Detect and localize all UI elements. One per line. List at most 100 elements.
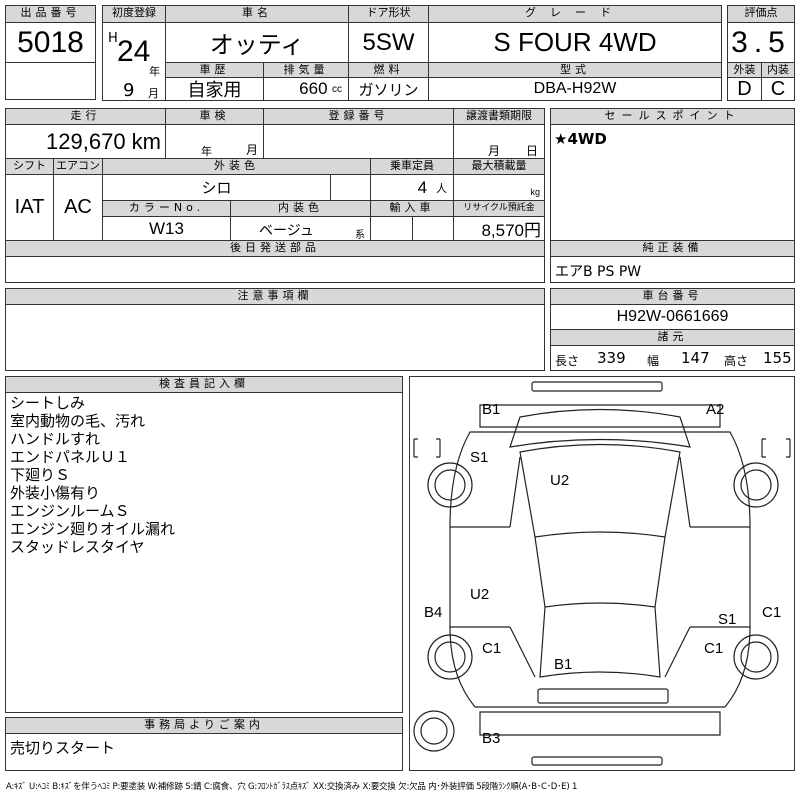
import-label: 輸入車 (370, 200, 454, 217)
mileage: 129,670 km (5, 124, 166, 159)
displacement-label: 排気量 (263, 62, 349, 78)
car-name-label: 車名 (165, 5, 349, 23)
reg-year: 24 (117, 35, 151, 68)
height-label: 高さ (724, 354, 749, 368)
max-load-unit: kg (453, 174, 545, 201)
note-line: エンジンルームＳ (10, 502, 130, 520)
first-reg-label: 初度登録 (102, 5, 166, 23)
width: 147 (681, 349, 710, 367)
mark-a2: A2 (706, 401, 725, 418)
height: 155 (763, 349, 792, 367)
mark-c1-rear-left: C1 (482, 640, 502, 657)
mark-b3: B3 (482, 730, 501, 747)
later-parts (5, 256, 545, 283)
displacement: 660 (299, 79, 328, 98)
lot-blank (5, 62, 96, 100)
office-note: 売切りスタート (10, 739, 116, 757)
shift-label: シフト (5, 158, 54, 175)
score: 3.5 (727, 22, 795, 63)
transfer-day-unit: 日 (526, 144, 539, 158)
sales-point-label: セールスポイント (550, 108, 795, 125)
displacement-cell: 660 cc (263, 77, 349, 101)
max-load-label: 最大積載量 (453, 158, 545, 175)
ext-score-label: 外装 (727, 62, 762, 78)
office-box: 売切りスタート (5, 733, 403, 771)
notes-box (5, 304, 545, 371)
capacity: 4 (417, 177, 428, 197)
mark-u2-side: U2 (470, 586, 490, 603)
door-label: ドア形状 (348, 5, 429, 23)
ext-score: D (727, 77, 762, 101)
month-unit: 月 (148, 87, 159, 100)
note-line: シートしみ (10, 394, 86, 412)
mark-b4: B4 (424, 604, 443, 621)
import-cell-2 (412, 216, 454, 241)
mark-s1-right: S1 (718, 611, 737, 628)
int-score-label: 内装 (761, 62, 795, 78)
equipment-box: エアB PS PW (550, 256, 795, 283)
legend-text: A:ｷｽﾞ U:ﾍｺﾐ B:ｷｽﾞを伴うﾍｺﾐ P:要塗装 W:補修跡 S:錆 … (6, 782, 578, 792)
color-no: W13 (102, 216, 231, 241)
inspection-cell: 年 月 (165, 124, 264, 159)
inspection-label: 車検 (165, 108, 264, 125)
notes-label: 注意事項欄 (5, 288, 545, 305)
ext-color-label: 外装色 (102, 158, 371, 175)
year-unit: 年 (149, 65, 160, 78)
reg-month: 9 (123, 80, 135, 101)
recycle-label: リサイクル預託金 (453, 200, 545, 217)
lot-number: 5018 (5, 22, 96, 63)
insp-month-unit: 月 (246, 143, 259, 157)
inspector-box (5, 392, 403, 713)
capacity-label: 乗車定員 (370, 158, 454, 175)
sales-point-box: ★4WD (550, 124, 795, 241)
mark-b1-front: B1 (482, 401, 501, 418)
history: 自家用 (165, 77, 264, 101)
lot-label: 出品番号 (5, 5, 96, 23)
note-line: エンドパネルＵ１ (10, 448, 131, 466)
specs-box: 長さ 339 幅 147 高さ 155 (550, 345, 795, 371)
car-name: オッティ (165, 22, 349, 63)
transfer-month-unit: 月 (488, 144, 501, 158)
int-color-label: 内装色 (230, 200, 371, 217)
chassis-label: 車台番号 (550, 288, 795, 305)
capacity-unit: 人 (436, 182, 447, 195)
later-parts-label: 後日発送部品 (5, 240, 545, 257)
door-type: 5SW (348, 22, 429, 63)
score-label: 評価点 (727, 5, 795, 23)
ac: AC (53, 174, 103, 241)
transfer-cell: 月 日 (453, 124, 545, 159)
import-cell-1 (370, 216, 413, 241)
model-code: DBA-H92W (428, 77, 722, 101)
color-no-label: カラーNo. (102, 200, 231, 217)
length: 339 (597, 349, 626, 367)
first-reg-cell: H 24 年 9 月 (102, 22, 166, 101)
insp-year-unit: 年 (201, 145, 212, 158)
int-color-suffix: 系 (355, 230, 365, 241)
recycle-fee: 8,570円 (453, 216, 545, 241)
car-outline-icon (413, 381, 791, 766)
note-line: 下廻りＳ (10, 466, 71, 484)
office-label: 事務局よりご案内 (5, 717, 403, 734)
ext-color-blank (330, 174, 371, 201)
inspector-label: 検査員記入欄 (5, 376, 403, 393)
era: H (108, 31, 118, 46)
width-label: 幅 (647, 354, 660, 368)
reg-no (263, 124, 454, 159)
mark-s1-left: S1 (470, 449, 489, 466)
shift: IAT (5, 174, 54, 241)
capacity-cell: 4 人 (370, 174, 454, 201)
grade: S FOUR 4WD (428, 22, 722, 63)
transfer-label: 譲渡書類期限 (453, 108, 545, 125)
fuel: ガソリン (348, 77, 429, 101)
ac-label: エアコン (53, 158, 103, 175)
mark-u2-hood: U2 (550, 472, 570, 489)
specs-label: 諸元 (550, 329, 795, 346)
grade-label: グレード (428, 5, 722, 23)
int-color: ベージュ (259, 223, 314, 239)
sales-point: ★4WD (554, 130, 607, 148)
car-diagram: B1 A2 S1 U2 U2 B4 S1 C1 C1 C1 B1 B3 (409, 376, 795, 771)
note-line: 外装小傷有り (10, 484, 101, 502)
int-color-cell: ベージュ 系 (230, 216, 371, 241)
mark-c1-right: C1 (762, 604, 782, 621)
length-label: 長さ (555, 354, 580, 368)
